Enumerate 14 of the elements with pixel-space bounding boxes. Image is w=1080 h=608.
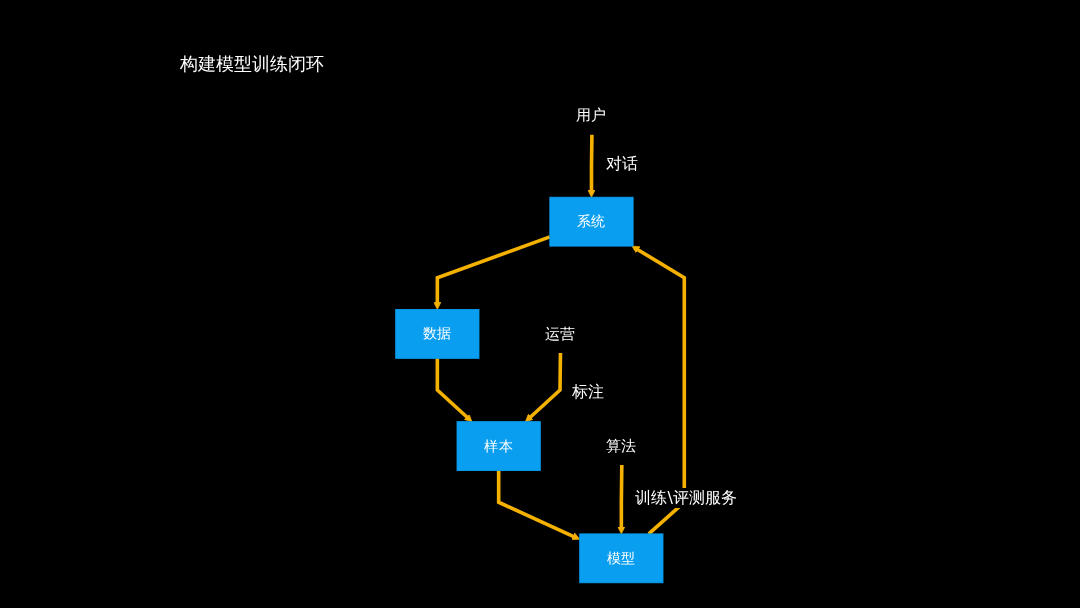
arrow [433, 235, 551, 310]
diagram-title: 构建模型训练闭环 [180, 52, 324, 76]
node-text: 用户 [576, 105, 607, 124]
node-box: 模型 [579, 533, 664, 584]
arrow [587, 134, 596, 198]
arrow [525, 352, 563, 423]
node-box: 数据 [395, 309, 480, 359]
arrow [496, 470, 581, 540]
node-text: 运营 [544, 324, 576, 343]
arrow [617, 464, 626, 535]
arrow [435, 358, 473, 423]
node-box: 系统 [549, 196, 634, 247]
node-text: 算法 [605, 436, 637, 455]
node-box: 样本 [456, 421, 541, 471]
